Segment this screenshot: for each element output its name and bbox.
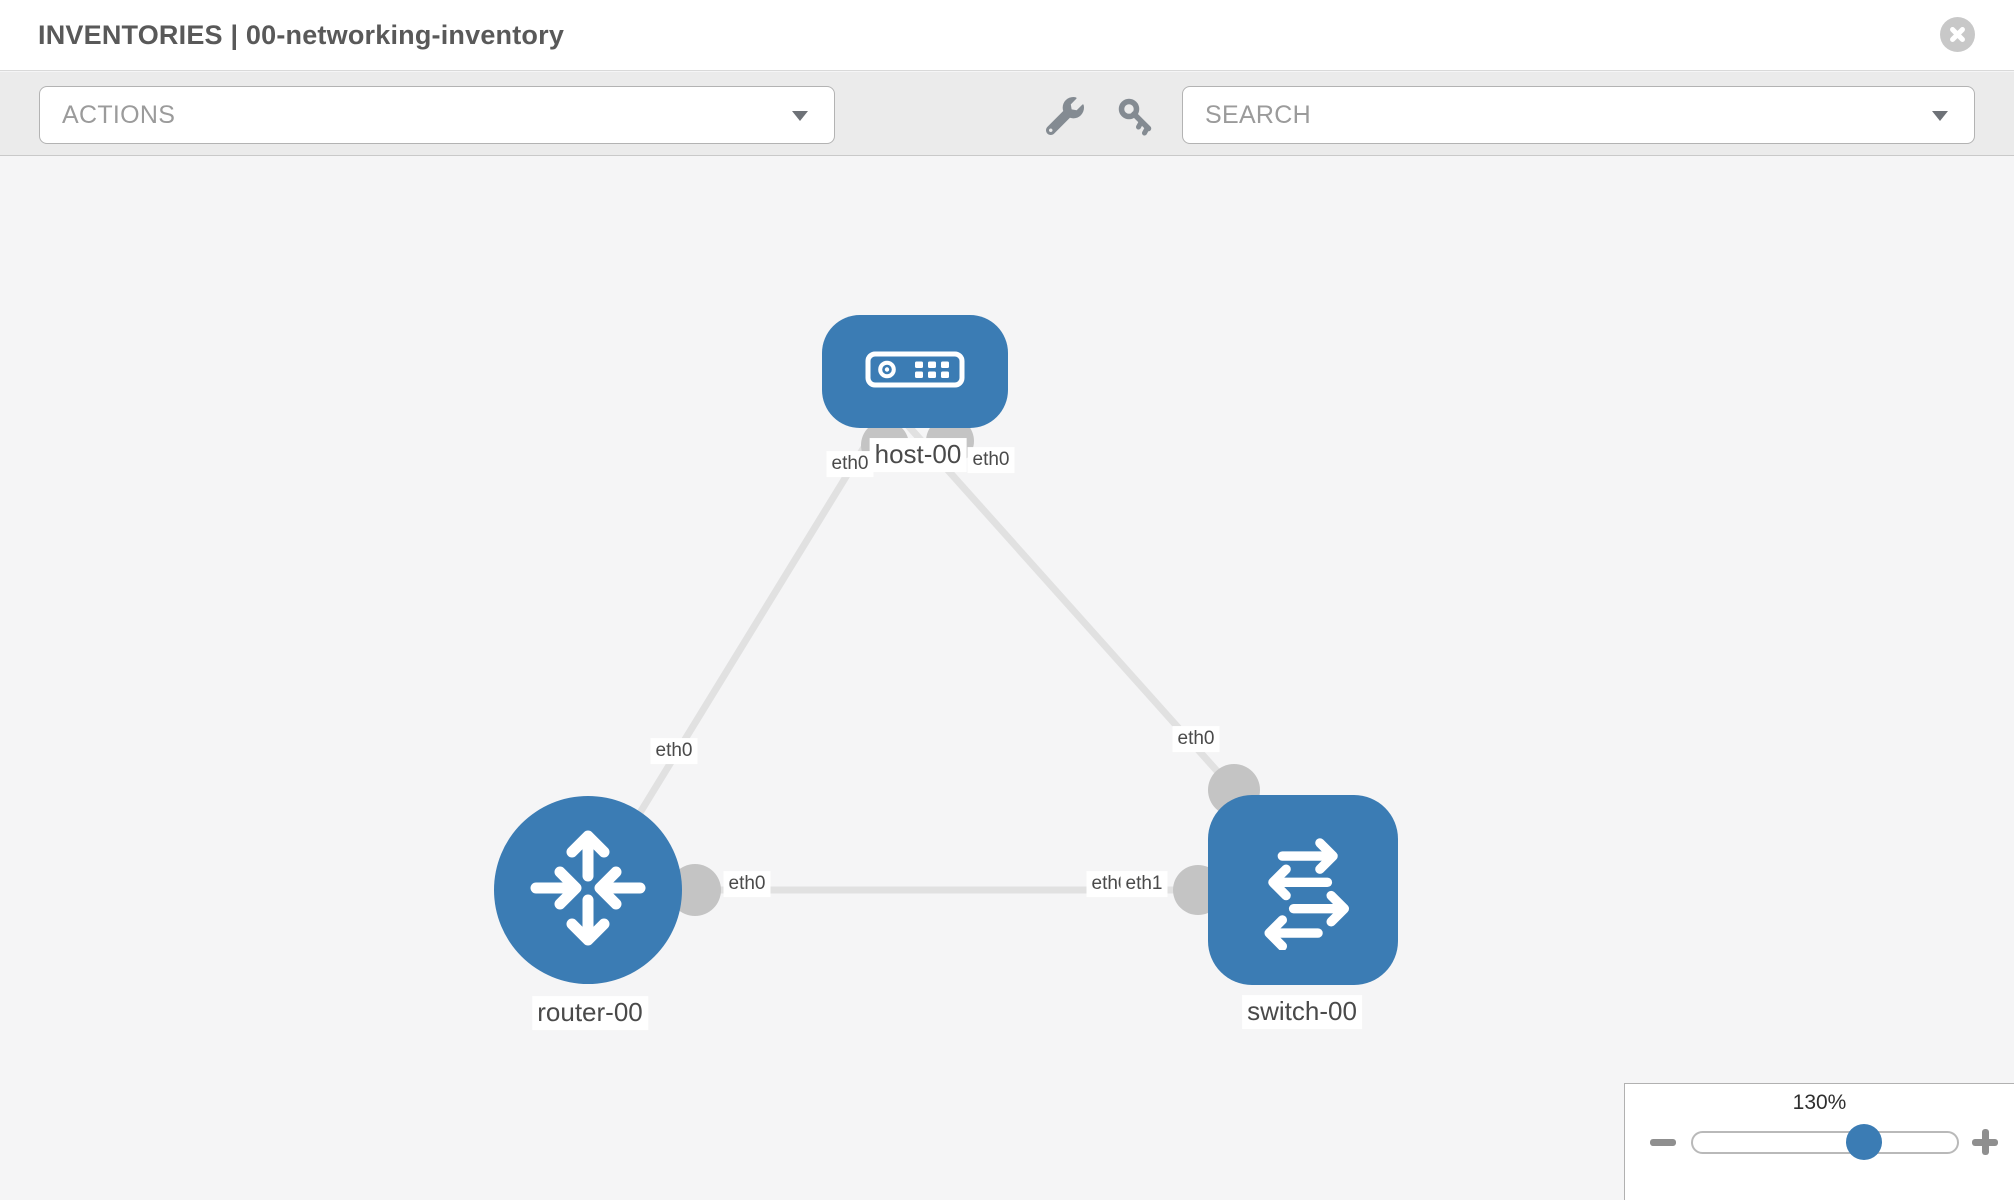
close-button[interactable] [1940,17,1975,52]
interface-label-host-eth0-right: eth0 [967,447,1015,473]
zoom-slider-thumb[interactable] [1846,1124,1882,1160]
topology-canvas[interactable] [0,156,2014,1200]
interface-label-router-eth0-top: eth0 [650,738,698,764]
zoom-level-text: 130% [1792,1091,1847,1114]
credentials-button[interactable] [1110,92,1162,144]
zoom-in-button[interactable] [1968,1125,2002,1159]
search-dropdown[interactable]: SEARCH [1182,86,1975,144]
node-switch-00[interactable] [1208,795,1398,985]
router-icon [524,824,652,957]
plus-icon [1981,1129,1989,1155]
zoom-panel: 130% [1624,1083,2014,1200]
node-label-host-00: host-00 [869,438,967,472]
adhoc-commands-button[interactable] [1039,92,1091,144]
zoom-out-button[interactable] [1646,1125,1680,1159]
interface-label-switch-eth1: eth1 [1120,871,1168,897]
actions-dropdown-label: ACTIONS [62,101,176,129]
node-label-router-00: router-00 [532,996,648,1030]
interface-label-host-eth0-left: eth0 [826,451,874,477]
interface-label-switch-eth0-top: eth0 [1172,726,1220,752]
switch-icon [1241,826,1365,955]
page-title: INVENTORIES | 00-networking-inventory [38,20,565,50]
interface-label-router-eth0-right: eth0 [723,871,771,897]
host-icon [865,351,965,393]
node-label-switch-00: switch-00 [1242,995,1362,1029]
node-host-00[interactable] [822,315,1008,428]
node-router-00[interactable] [494,796,682,984]
search-placeholder: SEARCH [1205,101,1311,129]
key-icon [1116,96,1156,141]
wrench-icon [1045,96,1084,140]
app-header: INVENTORIES | 00-networking-inventory [0,0,2014,71]
zoom-slider-track[interactable] [1691,1131,1959,1154]
chevron-down-icon [1932,111,1948,121]
actions-dropdown[interactable]: ACTIONS [39,86,835,144]
chevron-down-icon [792,111,808,121]
minus-icon [1650,1139,1676,1146]
